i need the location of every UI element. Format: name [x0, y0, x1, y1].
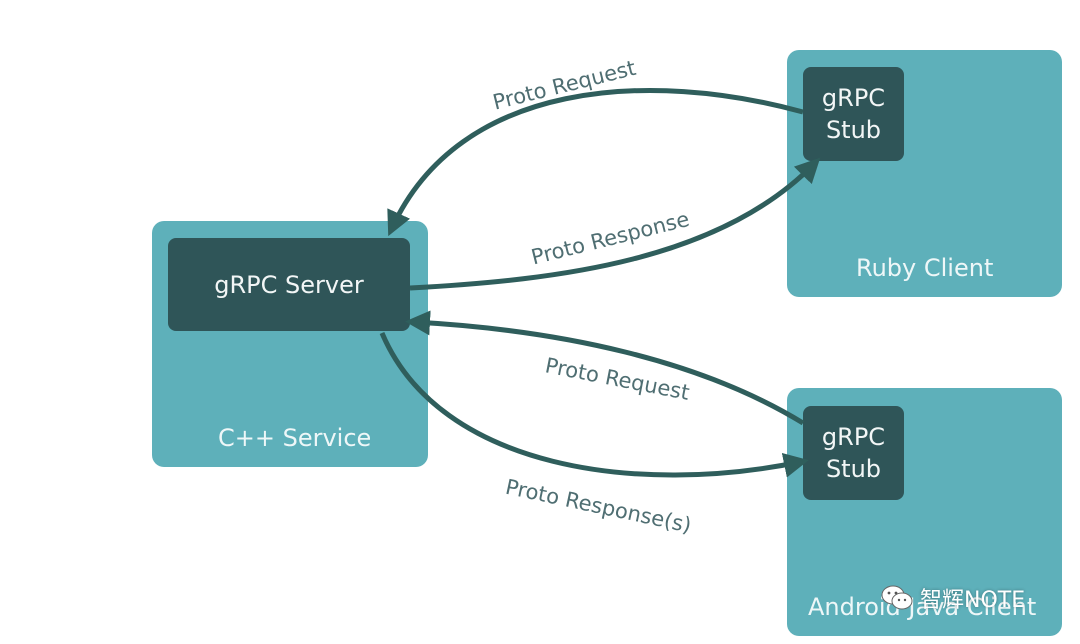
watermark-text: 智辉NOTE	[920, 588, 1026, 613]
ruby-response-label: Proto Response	[529, 207, 692, 269]
ruby-request-arrow	[387, 88, 804, 237]
android-java-client-label: Android Java Client	[808, 593, 1037, 621]
grpc-server-label: gRPC Server	[214, 270, 364, 299]
cpp-service-label: C++ Service	[218, 424, 372, 452]
grpc-server-box: gRPC Server	[168, 238, 410, 331]
android-stub-line2: Stub	[825, 455, 882, 483]
android-request-arrow	[405, 310, 805, 426]
ruby-stub-line2: Stub	[825, 116, 882, 144]
wechat-icon	[881, 585, 913, 610]
ruby-client-label: Ruby Client	[856, 254, 994, 282]
ruby-stub-line1: gRPC	[821, 84, 886, 112]
ruby-request-label: Proto Request	[490, 56, 638, 115]
android-grpc-stub-box: gRPC Stub	[803, 406, 904, 500]
ruby-response-arrow	[409, 157, 821, 291]
android-response-label: Proto Response(s)	[503, 475, 693, 538]
watermark: 智辉NOTE	[880, 582, 1025, 614]
android-stub-line1: gRPC	[821, 423, 886, 451]
android-response-arrow	[379, 332, 809, 478]
android-request-label: Proto Request	[543, 353, 691, 404]
ruby-grpc-stub-box: gRPC Stub	[803, 67, 904, 161]
